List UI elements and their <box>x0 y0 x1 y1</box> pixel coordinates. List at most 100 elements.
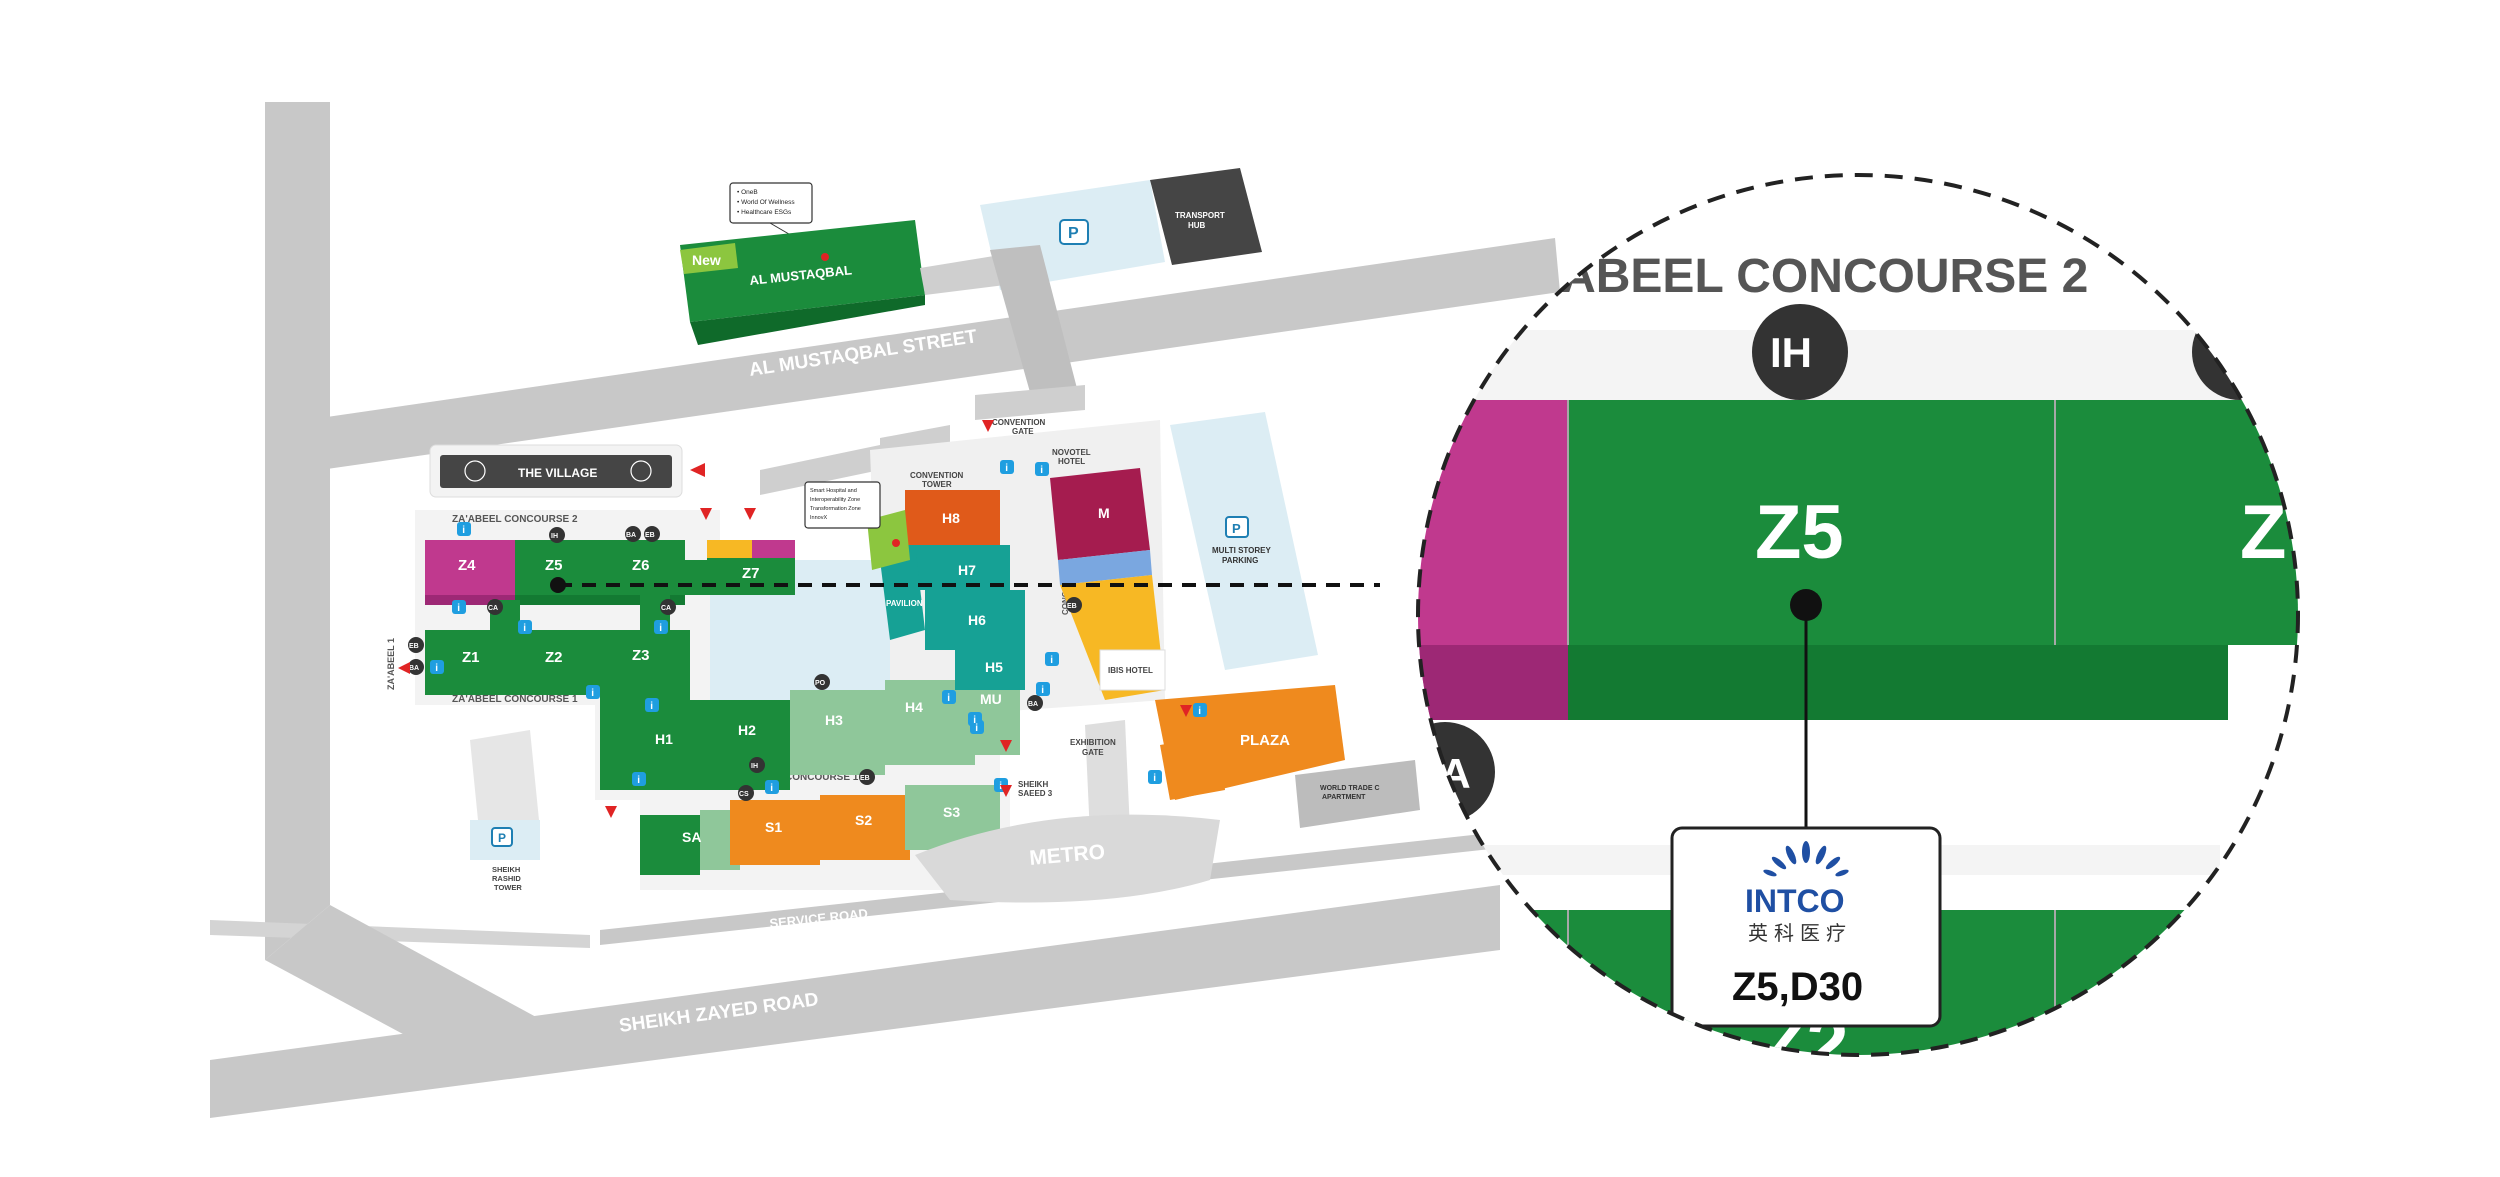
svg-text:MULTI STOREY: MULTI STOREY <box>1212 546 1271 555</box>
callout-line-2: • World Of Wellness <box>737 199 795 206</box>
hall-sa[interactable] <box>640 815 700 875</box>
parking-icon <box>1059 219 1089 245</box>
info-icon[interactable] <box>1193 703 1207 717</box>
hall-h5[interactable] <box>955 650 1025 690</box>
info-icon-glyph: i <box>435 663 438 674</box>
svg-text:Transformation Zone: Transformation Zone <box>810 506 861 512</box>
hall-s1[interactable] <box>730 800 820 865</box>
info-icon-glyph: i <box>523 623 526 634</box>
hall-h7-label: H7 <box>958 562 976 578</box>
exhibitor-brand-cn: 英科医疗 <box>1748 922 1852 945</box>
hall-s2[interactable] <box>820 795 910 860</box>
svg-text:CS: CS <box>739 791 749 798</box>
svg-text:CA: CA <box>661 605 671 612</box>
connector-road <box>265 905 560 1070</box>
multi-storey-parking <box>1170 412 1318 670</box>
metro[interactable] <box>915 814 1220 903</box>
info-icon[interactable] <box>1035 462 1049 476</box>
info-icon[interactable] <box>1000 460 1014 474</box>
hall-h7[interactable] <box>905 545 1010 590</box>
hall-h3[interactable] <box>790 690 885 775</box>
svg-text:IBIS HOTEL: IBIS HOTEL <box>1108 666 1153 675</box>
new-badge-label: New <box>692 252 721 268</box>
intco-logo-icon <box>1763 841 1849 877</box>
hall-z7[interactable] <box>707 558 795 595</box>
hall-h4-label: H4 <box>905 699 923 715</box>
svg-text:Smart Hospital and: Smart Hospital and <box>810 488 857 494</box>
hall-z7-label: Z7 <box>742 565 760 582</box>
concourse-1-label: CONCOURSE 1 <box>785 772 859 783</box>
exhibitor-card[interactable] <box>1670 826 1942 1028</box>
the-village-building[interactable] <box>440 455 672 488</box>
hall-sa-label: SA <box>682 829 701 845</box>
hall-m[interactable] <box>1050 468 1150 560</box>
svg-text:IH: IH <box>1770 329 1812 376</box>
svg-text:P: P <box>1232 521 1241 536</box>
svg-text:GATE: GATE <box>1082 748 1104 757</box>
village-logo-icon-2 <box>630 460 652 482</box>
hall-m-label: M <box>1098 505 1110 521</box>
info-icon-glyph: i <box>770 783 773 794</box>
svg-text:InnovX: InnovX <box>810 515 827 521</box>
info-icon-glyph: i <box>973 715 976 726</box>
svg-text:SHEIKH: SHEIKH <box>492 865 520 874</box>
info-icon[interactable] <box>452 600 466 614</box>
arrow-icon <box>690 463 705 477</box>
info-icon-glyph: i <box>999 781 1002 792</box>
svg-text:CONVENTION: CONVENTION <box>992 418 1046 427</box>
info-icon[interactable] <box>518 620 532 634</box>
svg-text:EXHIBITION: EXHIBITION <box>1070 738 1116 747</box>
zoom-badge-ih <box>1752 304 1848 400</box>
info-icon[interactable] <box>430 660 444 674</box>
exhibitor-stand: Z5,D30 <box>1732 965 1863 1009</box>
hall-h8[interactable] <box>905 490 1000 545</box>
info-icon-glyph: i <box>457 603 460 614</box>
svg-text:TOWER: TOWER <box>494 883 522 892</box>
svg-text:IH: IH <box>751 763 758 770</box>
zaabeel-concourse-1-label: ZA'ABEEL CONCOURSE 1 <box>452 694 578 705</box>
hall-z1-label: Z1 <box>462 649 480 666</box>
hall-h1[interactable] <box>600 640 690 790</box>
info-icon-glyph: i <box>1153 773 1156 784</box>
svg-text:RASHID: RASHID <box>492 874 521 883</box>
pavilion-callout <box>804 481 881 529</box>
zoom-hall-label: Z5 <box>1755 490 1844 575</box>
parking-icon-3 <box>491 827 513 847</box>
svg-text:BA: BA <box>1028 701 1038 708</box>
info-icon[interactable] <box>586 685 600 699</box>
al-mustaqbal-building[interactable] <box>680 220 925 322</box>
pavilion[interactable] <box>880 545 925 640</box>
info-icon[interactable] <box>457 522 471 536</box>
info-icon[interactable] <box>765 780 779 794</box>
info-icon[interactable] <box>1036 682 1050 696</box>
village-logo-icon <box>464 460 486 482</box>
al-mustaqbal-callout <box>729 182 813 224</box>
svg-text:WORLD TRADE C: WORLD TRADE C <box>1320 785 1380 792</box>
zoom-next-hall-label: Z <box>2240 490 2286 575</box>
info-icon[interactable] <box>970 720 984 734</box>
info-icon[interactable] <box>645 698 659 712</box>
world-trade-apartment <box>1295 760 1420 828</box>
info-icon-glyph: i <box>637 775 640 786</box>
info-icon[interactable] <box>654 620 668 634</box>
transport-hub[interactable] <box>1150 168 1262 265</box>
hall-h2[interactable] <box>690 700 790 790</box>
hall-z4[interactable] <box>425 540 515 595</box>
hall-h6[interactable] <box>925 590 1025 650</box>
walkway <box>920 255 1005 295</box>
svg-text:P: P <box>1068 225 1079 242</box>
zoom-view: A'ABEEL CONCOURSE 2 IH CA Z5 Z Z2 INTCO … <box>1418 175 2298 1055</box>
hall-z2-label: Z2 <box>545 649 563 666</box>
hall-h3-label: H3 <box>825 712 843 728</box>
info-icon[interactable] <box>1148 770 1162 784</box>
info-icon[interactable] <box>632 772 646 786</box>
zaabeel-concourse-2-label: ZA'ABEEL CONCOURSE 2 <box>452 514 578 525</box>
left-road <box>265 102 330 960</box>
info-icon-glyph: i <box>462 525 465 536</box>
info-icon[interactable] <box>1045 652 1059 666</box>
hall-z7-top-magenta <box>752 540 795 558</box>
entrance-badges: IH BA EB CA CA EB BA PO IH CS EB BA EB <box>408 526 1082 801</box>
info-icon[interactable] <box>942 690 956 704</box>
parking-icon-2 <box>1225 516 1249 538</box>
